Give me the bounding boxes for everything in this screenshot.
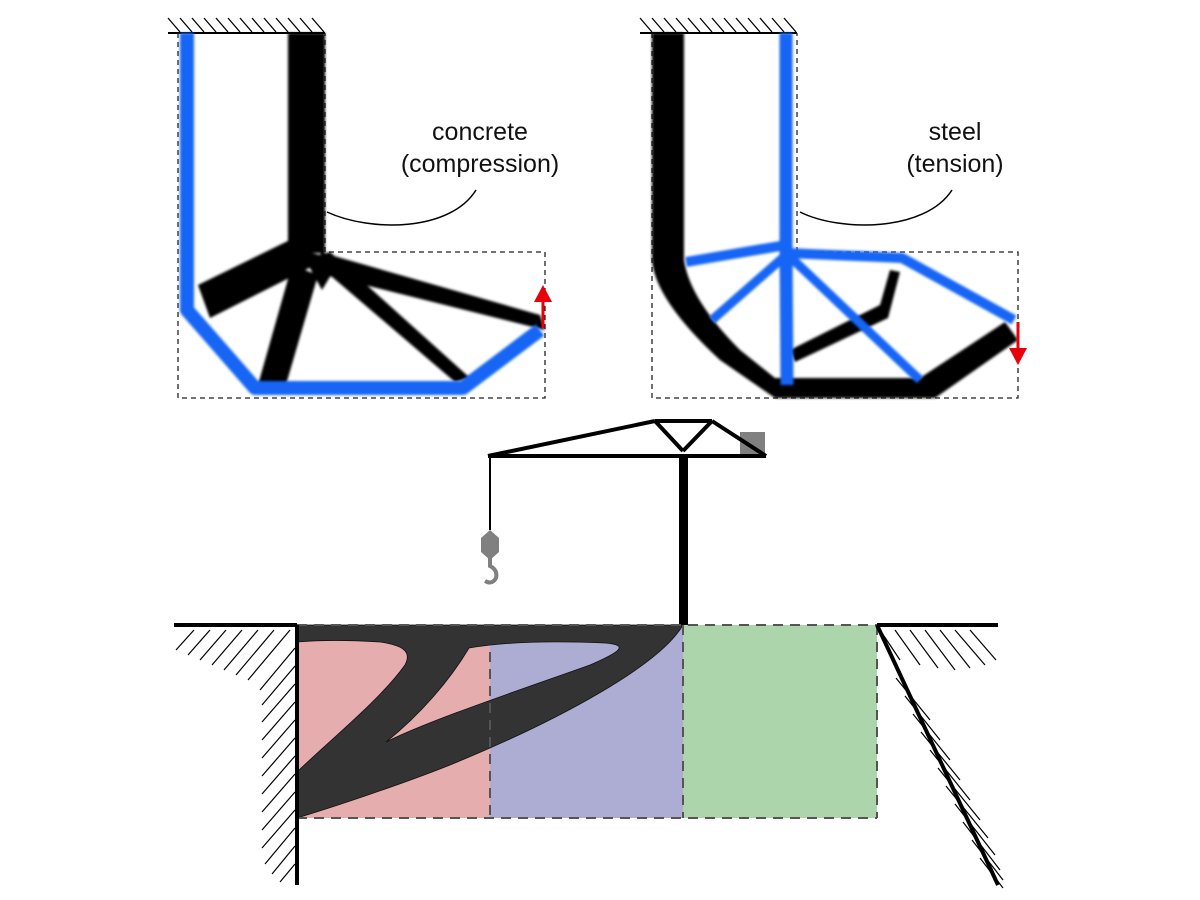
soil-hatch-right xyxy=(879,629,1004,889)
compression-highlight xyxy=(180,33,545,395)
zone-boundaries xyxy=(297,624,878,819)
load-arrow-up-icon xyxy=(534,285,552,328)
label-steel: steel xyxy=(929,118,982,146)
fixed-support-hatch xyxy=(167,17,325,34)
tension-highlight xyxy=(685,33,1017,386)
panel-steel: steel (tension) xyxy=(639,17,1027,399)
label-concrete: concrete xyxy=(432,118,528,146)
soil-hatch-left xyxy=(175,629,296,883)
crane-tower xyxy=(679,456,688,626)
design-domain-outline xyxy=(177,33,546,399)
right-wall xyxy=(875,624,1000,886)
label-compression: (compression) xyxy=(401,150,559,178)
panel-concrete: concrete (compression) xyxy=(167,17,559,399)
excavation-scene xyxy=(174,623,1004,889)
crane-tie-left xyxy=(487,419,656,458)
leader-line-steel xyxy=(799,189,953,226)
leader-line-concrete xyxy=(326,189,477,226)
load-arrow-down-icon xyxy=(1009,322,1027,365)
hook-block-icon xyxy=(481,530,499,560)
counterweight xyxy=(740,432,765,454)
compression-members xyxy=(652,33,1018,398)
hook-icon xyxy=(484,558,499,585)
label-tension: (tension) xyxy=(906,150,1003,178)
tower-crane xyxy=(481,419,768,626)
crane-tie-right xyxy=(710,419,768,458)
fixed-support-hatch xyxy=(639,17,797,34)
zone-3-green xyxy=(683,625,877,818)
compression-members xyxy=(198,33,545,388)
